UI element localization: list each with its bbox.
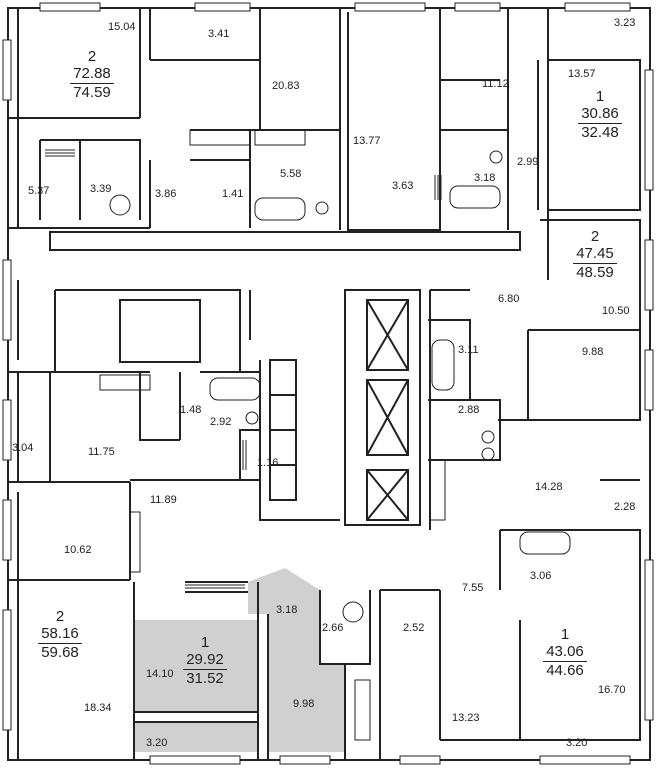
room-area: 6.80 bbox=[498, 293, 520, 305]
room-area: 1.41 bbox=[222, 188, 244, 200]
room-area: 3.41 bbox=[208, 28, 230, 40]
walls bbox=[7, 7, 651, 761]
room-area: 3.18 bbox=[276, 604, 298, 616]
apartment-label: 2 72.88 74.59 bbox=[52, 48, 132, 102]
apartment-label: 1 30.86 32.48 bbox=[565, 88, 635, 142]
room-area: 5.58 bbox=[280, 168, 302, 180]
room-area: 2.52 bbox=[403, 622, 425, 634]
room-area: 3.23 bbox=[614, 17, 636, 29]
room-area: 10.50 bbox=[602, 305, 630, 317]
room-area: 11.12 bbox=[482, 78, 509, 90]
room-area: 3.63 bbox=[392, 180, 414, 192]
room-area: 14.28 bbox=[535, 481, 563, 493]
room-area: 3.20 bbox=[146, 737, 168, 749]
room-area: 20.83 bbox=[272, 80, 300, 92]
room-area: 3.06 bbox=[530, 570, 552, 582]
room-area: 2.28 bbox=[614, 501, 636, 513]
apartment-label: 1 29.92 31.52 bbox=[170, 634, 240, 688]
fixtures bbox=[99, 129, 571, 741]
room-area: 2.88 bbox=[458, 404, 480, 416]
apartment-label: 2 58.16 59.68 bbox=[20, 608, 100, 662]
balcony-hatches bbox=[45, 149, 442, 589]
room-area: 16.70 bbox=[598, 684, 626, 696]
room-area: 2.99 bbox=[517, 156, 539, 168]
room-area: 3.11 bbox=[458, 344, 479, 356]
room-area: 2.92 bbox=[210, 416, 232, 428]
room-area: 3.18 bbox=[474, 172, 496, 184]
room-area: 15.04 bbox=[108, 21, 136, 33]
room-area: 2.66 bbox=[322, 622, 344, 634]
room-area: 3.20 bbox=[566, 737, 588, 749]
room-area: 1.16 bbox=[257, 457, 279, 469]
highlighted-apartment bbox=[134, 568, 345, 752]
apartment-label: 2 47.45 48.59 bbox=[560, 228, 630, 282]
room-area: 13.23 bbox=[452, 712, 480, 724]
room-area: 11.75 bbox=[88, 446, 115, 458]
room-area: 10.62 bbox=[64, 544, 92, 556]
apartment-label: 1 43.06 44.66 bbox=[530, 626, 600, 680]
room-area: 18.34 bbox=[84, 702, 112, 714]
room-area: 3.86 bbox=[155, 188, 177, 200]
room-area: 3.04 bbox=[12, 442, 34, 454]
room-area: 9.88 bbox=[582, 346, 604, 358]
room-area: 9.98 bbox=[293, 698, 315, 710]
room-area: 3.39 bbox=[90, 183, 112, 195]
room-area: 13.77 bbox=[353, 135, 381, 147]
room-area: 11.89 bbox=[150, 494, 177, 506]
room-area: 1.48 bbox=[180, 404, 202, 416]
room-area: 5.37 bbox=[28, 185, 50, 197]
room-area: 14.10 bbox=[146, 668, 174, 680]
room-area: 7.55 bbox=[462, 582, 484, 594]
room-area: 13.57 bbox=[568, 68, 596, 80]
